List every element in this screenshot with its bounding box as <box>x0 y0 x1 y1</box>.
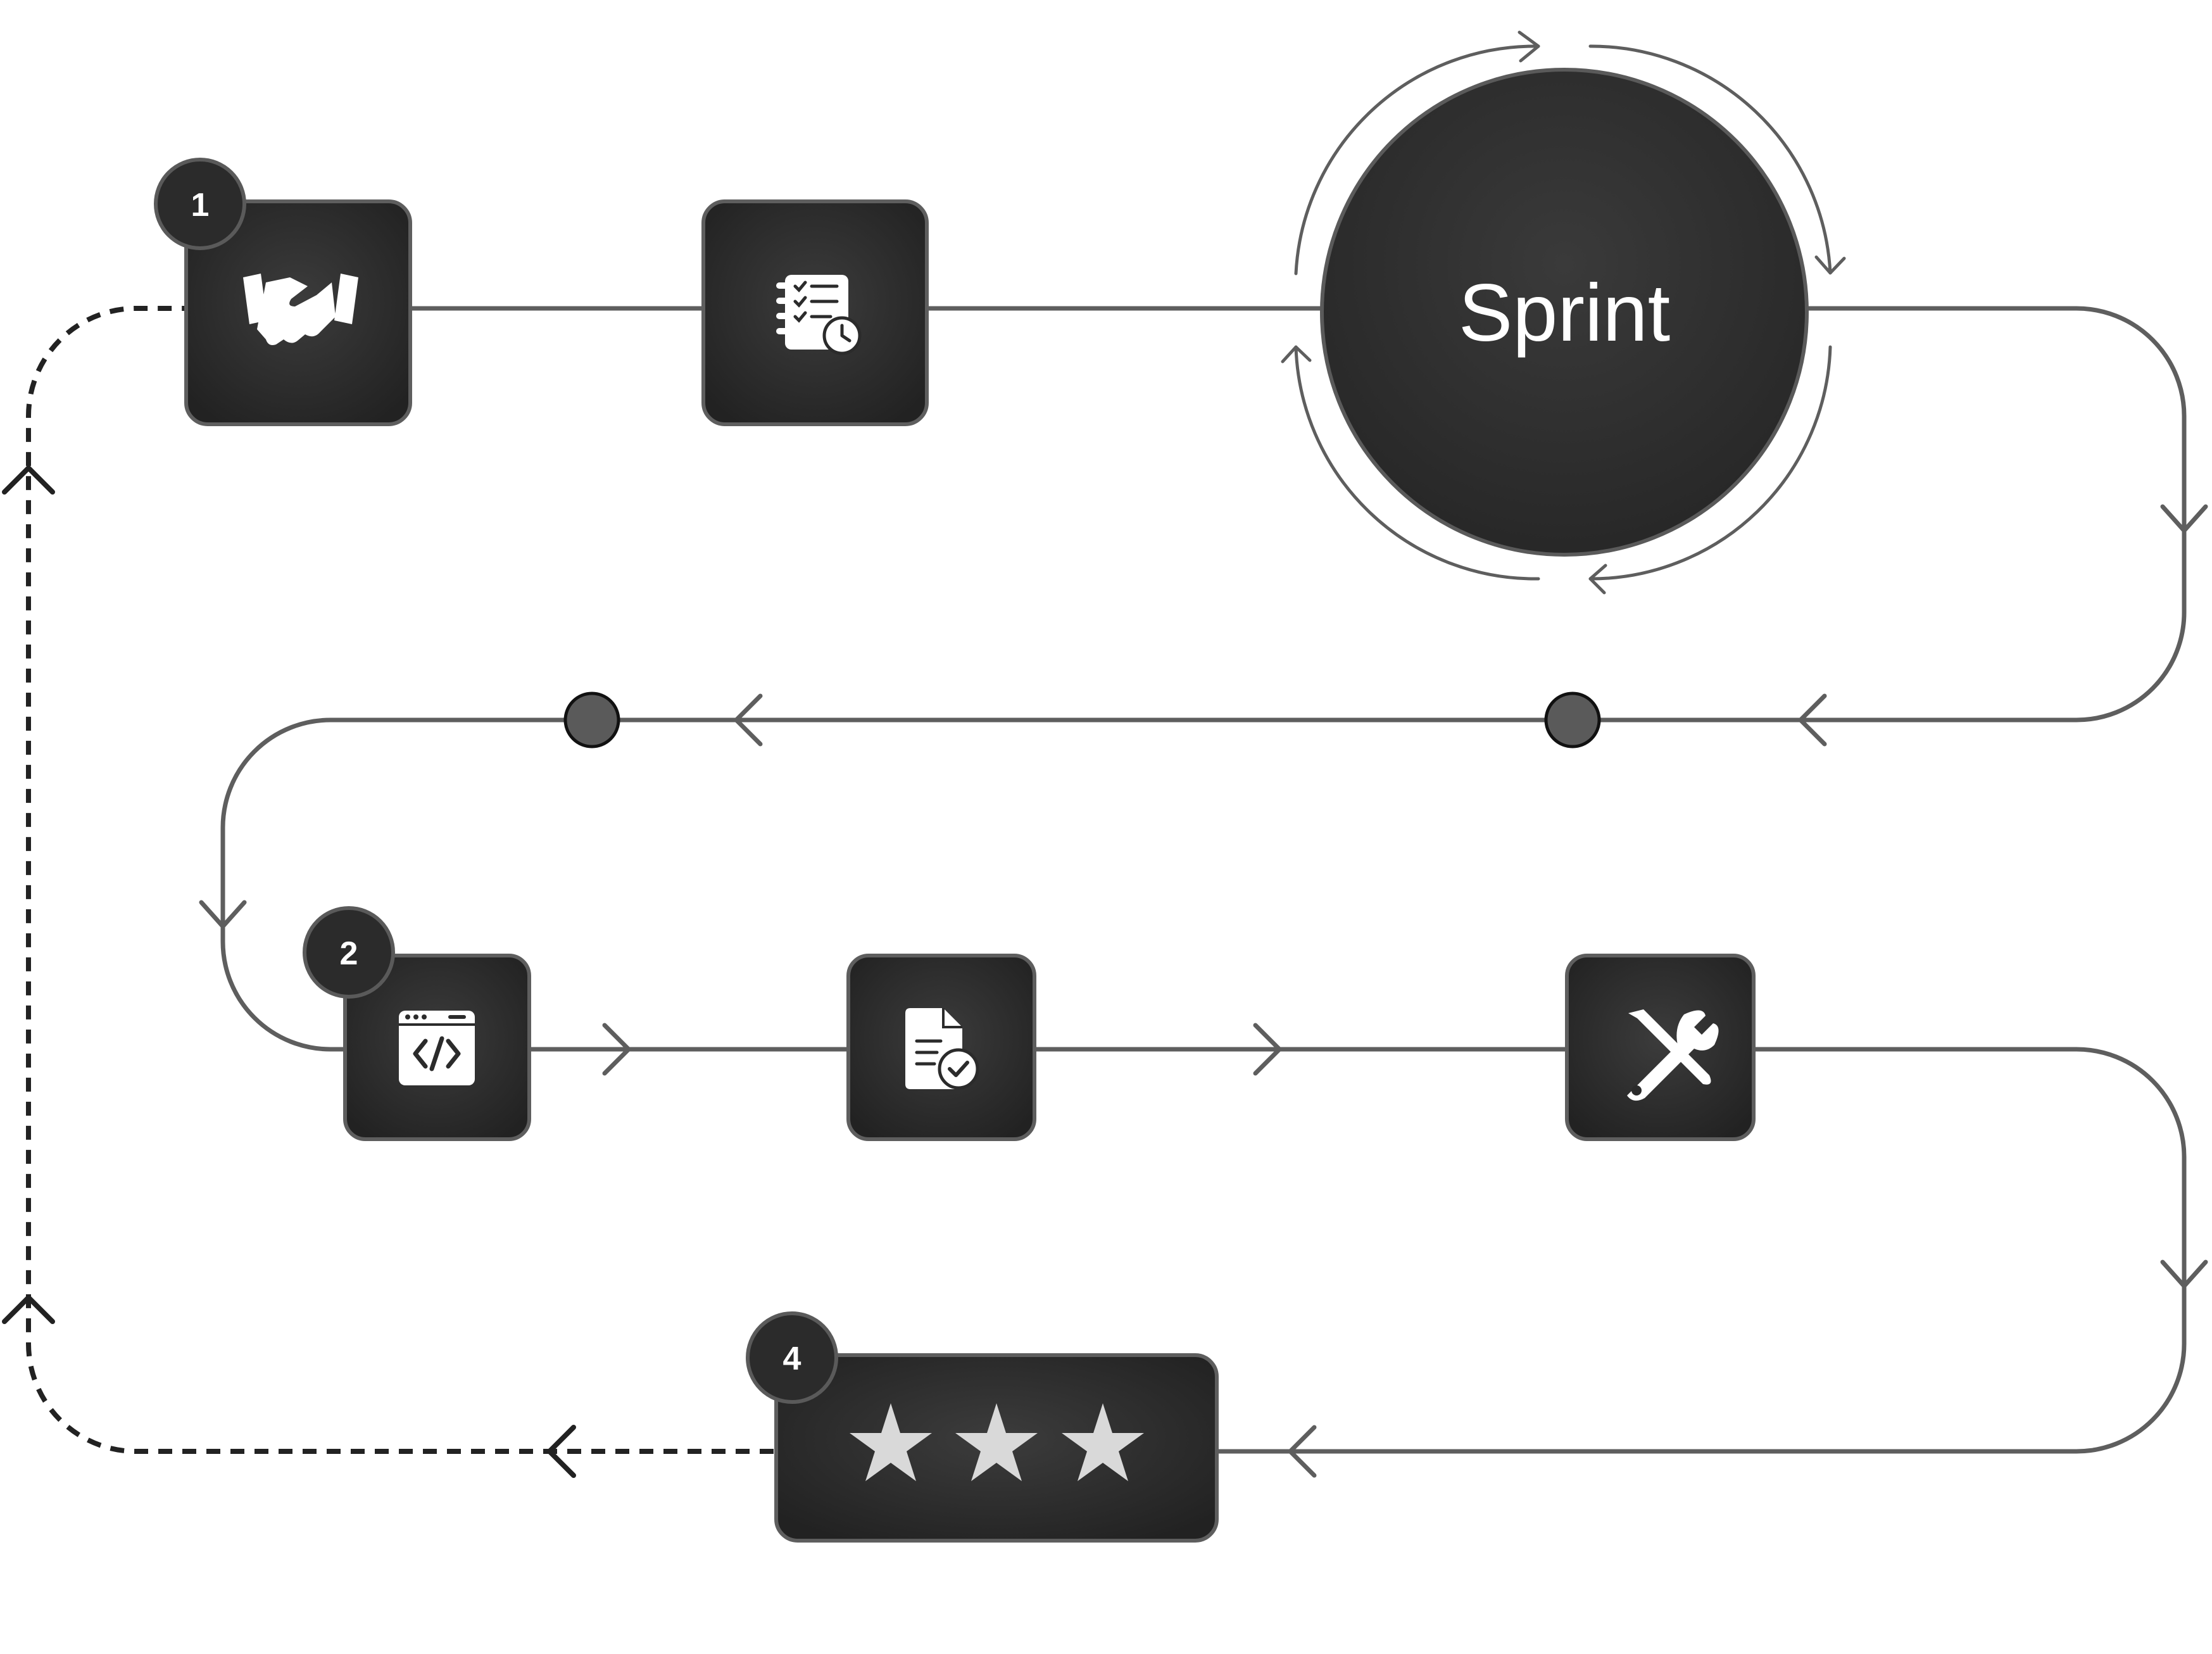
connector-sprint-to-row2 <box>220 306 2187 1052</box>
arrow-up-1 <box>2 465 55 495</box>
flow-arrows <box>199 504 2208 1478</box>
arrow-right-2 <box>1253 1023 1282 1076</box>
step-node-review[interactable] <box>846 954 1036 1141</box>
arrow-down-right-2 <box>2160 1259 2208 1289</box>
feedback-loop <box>26 306 774 1454</box>
star-icon <box>955 1403 1038 1481</box>
arrow-right-1 <box>602 1023 631 1076</box>
step-badge: 4 <box>746 1311 838 1404</box>
feedback-arrows <box>2 465 576 1478</box>
connector-tools-to-rating <box>1217 1047 2187 1454</box>
svg-text:4: 4 <box>783 1341 801 1377</box>
svg-text:1: 1 <box>191 187 210 224</box>
step-badge: 1 <box>154 158 246 250</box>
arrow-down-left <box>199 900 247 929</box>
checklist-clock-icon <box>776 275 862 355</box>
arrow-up-2 <box>2 1295 55 1324</box>
svg-text:2: 2 <box>340 935 358 972</box>
step-node-code[interactable]: 2 <box>303 906 531 1141</box>
tools-icon <box>1627 1009 1719 1101</box>
step-node-rating[interactable]: 4 <box>746 1311 1219 1543</box>
step-node-handshake[interactable]: 1 <box>154 158 412 426</box>
arrow-left-2 <box>734 693 763 747</box>
document-check-icon <box>905 1008 979 1090</box>
step-box <box>1565 954 1756 1141</box>
arrow-left-1 <box>1798 693 1827 747</box>
step-badge: 2 <box>303 906 395 999</box>
arrow-left-dashed <box>547 1425 576 1478</box>
star-icon <box>1062 1403 1144 1481</box>
star-icon <box>850 1403 932 1481</box>
code-window-icon <box>399 1011 475 1085</box>
sprint-cycle-arrows <box>1281 30 1846 595</box>
star-rating-icon <box>850 1403 1144 1481</box>
arrow-left-3 <box>1288 1425 1317 1478</box>
connectors <box>220 306 2187 1454</box>
junction-dot <box>1544 691 1601 748</box>
step-node-maintenance[interactable] <box>1565 954 1756 1141</box>
sprint-circle <box>1320 68 1809 557</box>
sprint-label: Sprint <box>1459 268 1670 358</box>
step-node-planning[interactable] <box>701 199 929 426</box>
handshake-icon <box>243 274 358 345</box>
junction-dot <box>563 691 620 748</box>
arrow-down-right-1 <box>2160 504 2208 533</box>
sprint-node[interactable]: Sprint <box>1281 30 1846 595</box>
